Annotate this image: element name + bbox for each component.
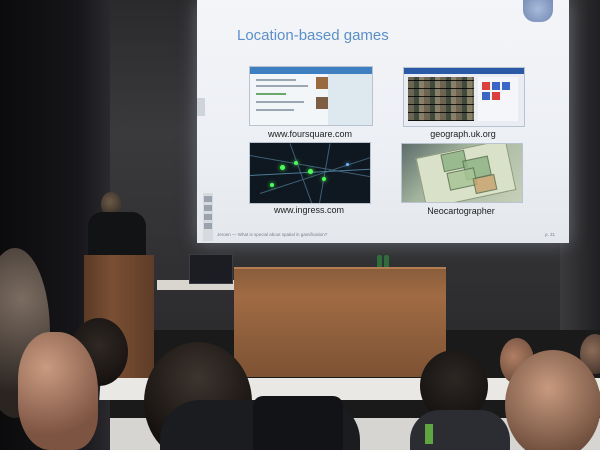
neocartographer-photo-image [401,143,523,203]
slide-page-number: p. 31 [544,232,555,237]
slide-toolbar [203,193,213,241]
green-cup [425,424,433,444]
side-table [157,280,237,290]
university-crest-icon [523,0,553,22]
chair-back [253,396,343,450]
ingress-map-screenshot-image [249,142,371,204]
foursquare-screenshot-image [249,66,373,126]
water-bottle [384,255,389,269]
thumbnail-caption: geograph.uk.org [430,129,496,139]
audience-hand [18,332,98,450]
speaker-body [88,212,146,257]
thumbnail-caption: www.ingress.com [273,205,345,215]
water-bottle [377,255,382,269]
slide-edge-tab [197,98,205,116]
thumbnail-caption: Neocartographer [427,206,495,216]
slide-title: Location-based games [237,27,389,44]
geograph-screenshot-image [403,67,525,127]
speaker-head [101,192,121,216]
projected-slide: Location-based games www.foursquare.com … [197,0,569,243]
thumbnail-caption: www.foursquare.com [267,129,353,139]
audience-head [505,350,600,450]
slide-footer: Jeroen — What is special about spatial i… [217,232,328,237]
front-desk [234,267,446,377]
laptop [189,254,233,284]
